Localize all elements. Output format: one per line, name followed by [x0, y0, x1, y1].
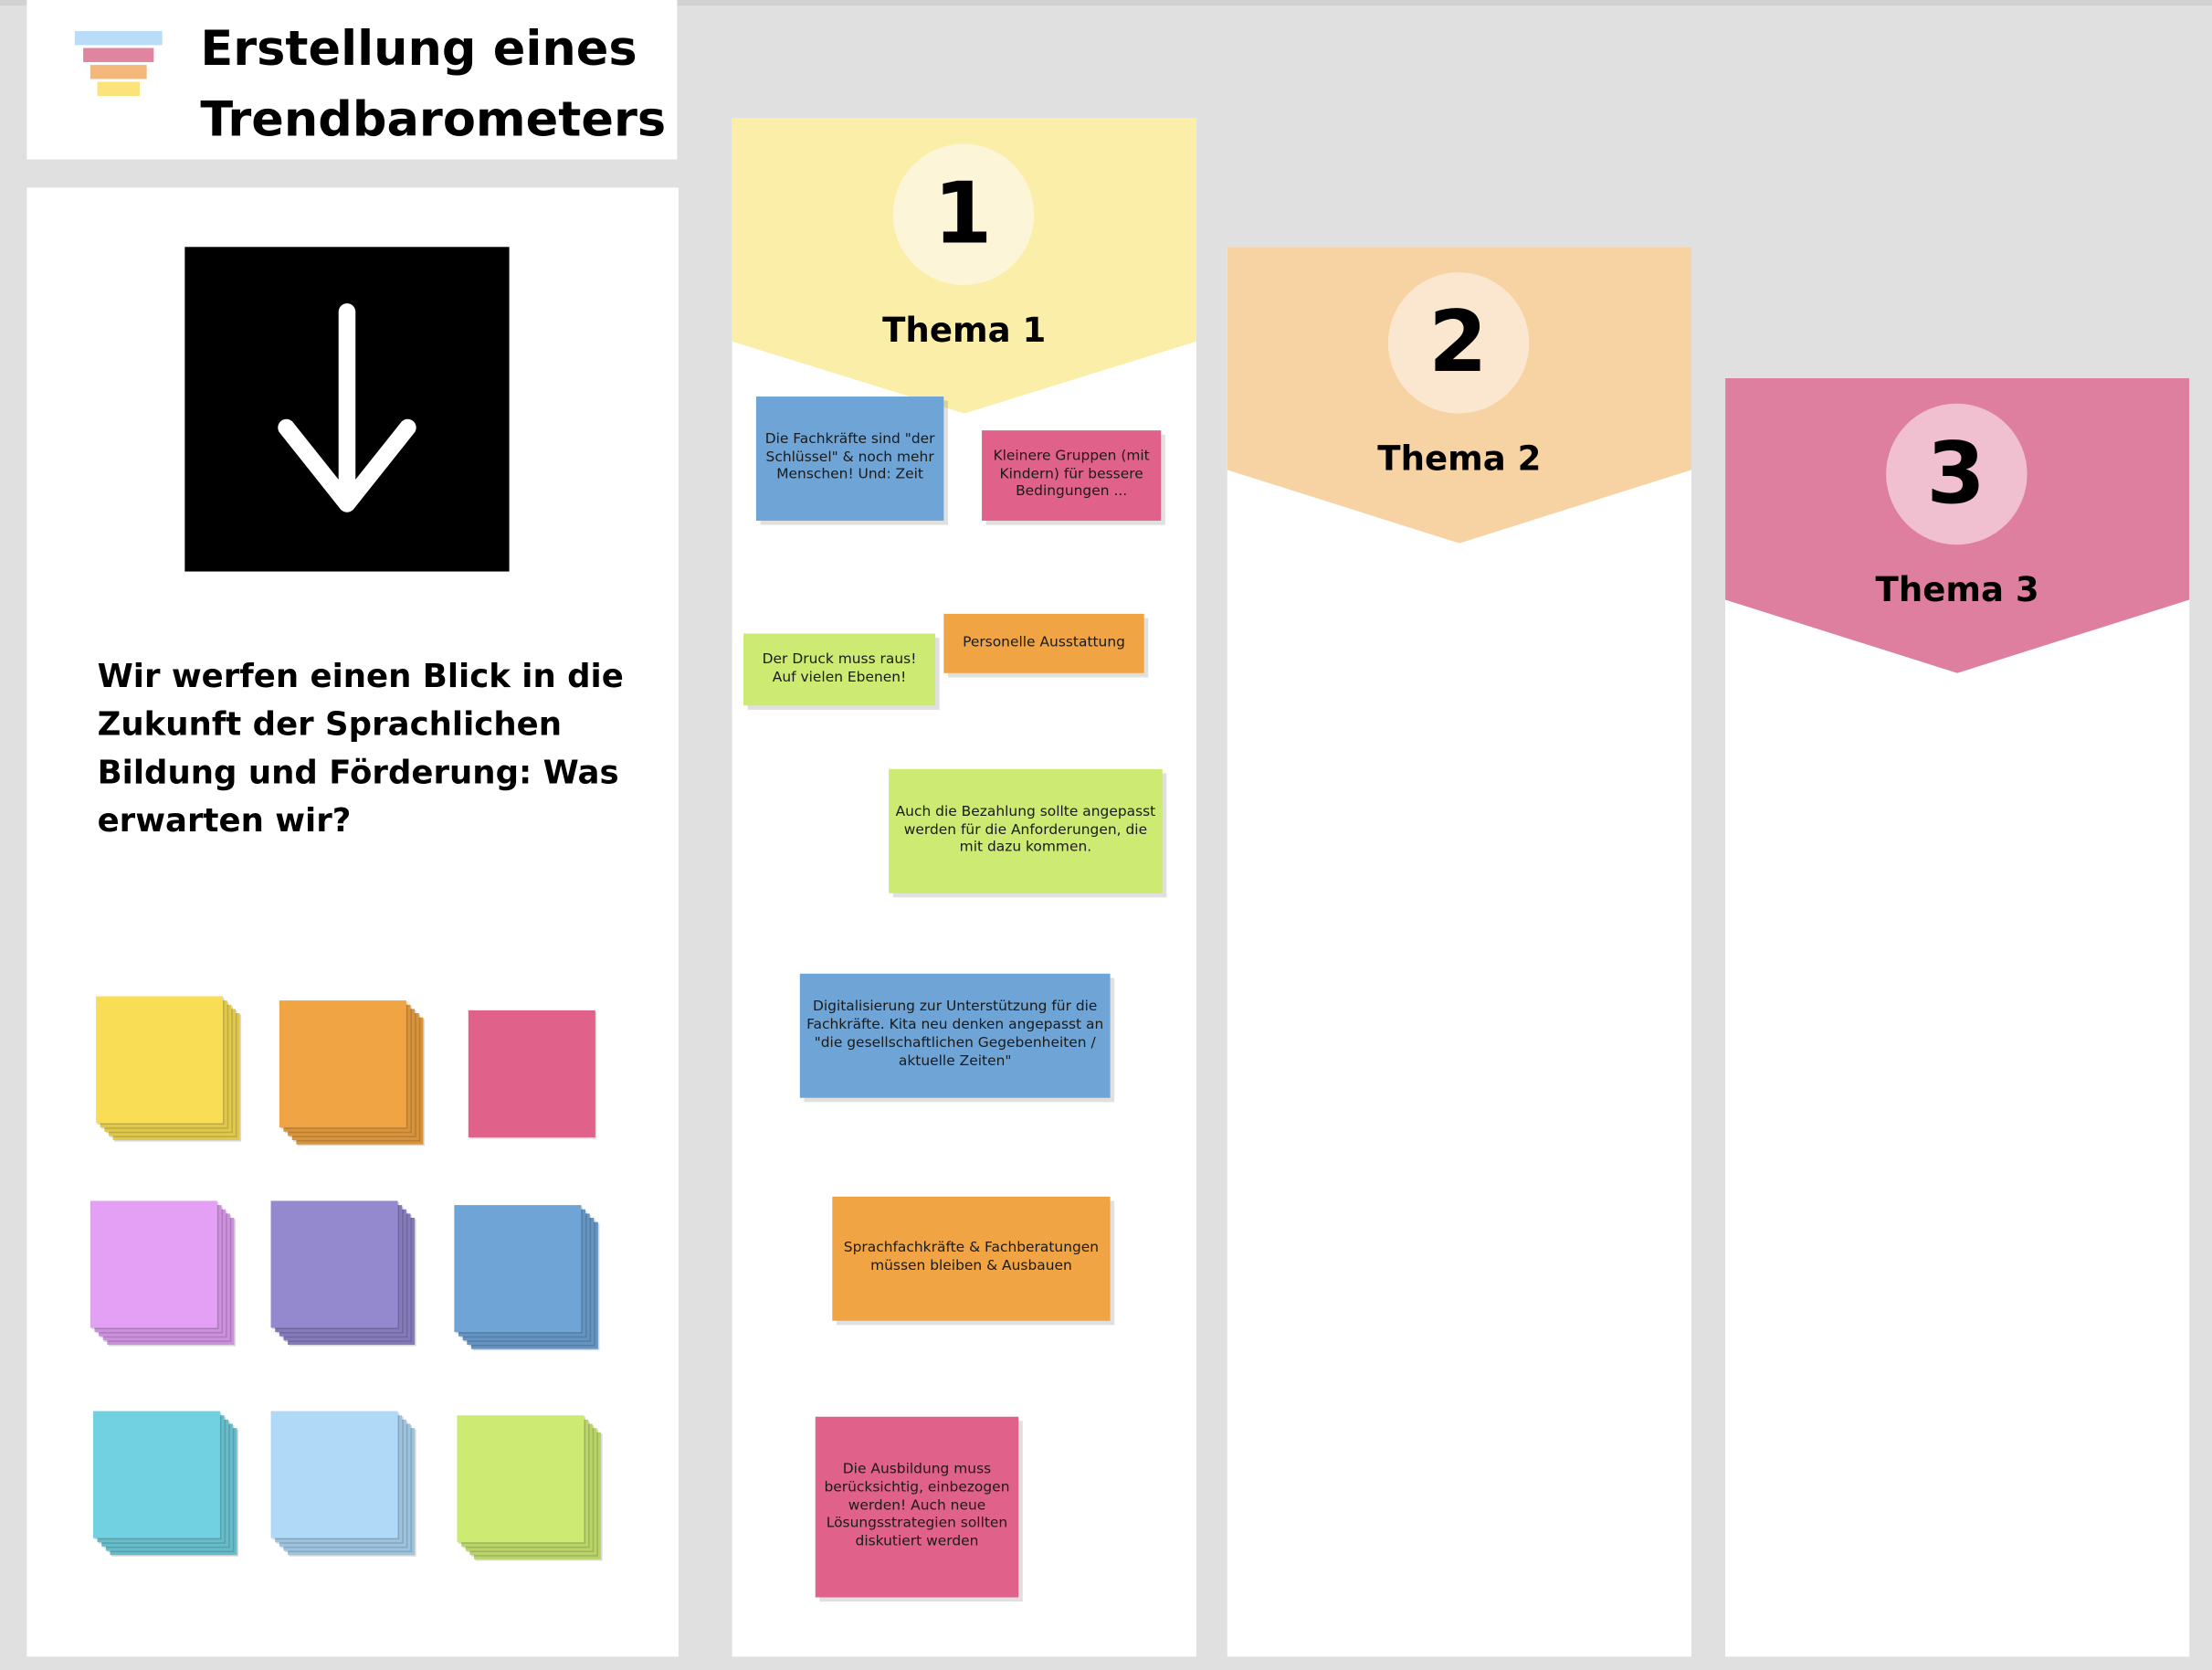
theme-title: Thema 3: [1875, 570, 2039, 610]
sticky-note[interactable]: Sprachfachkräfte & Fachberatungen müssen…: [832, 1196, 1111, 1321]
theme-number-badge: 1: [891, 143, 1034, 286]
sticky-note-stack[interactable]: [92, 1411, 237, 1556]
sticky-note[interactable]: Digitalisierung zur Unterstützung für di…: [799, 973, 1111, 1098]
sticky-note[interactable]: Kleinere Gruppen (mit Kindern) für besse…: [982, 430, 1162, 521]
sticky-note[interactable]: Der Druck muss raus! Auf vielen Ebenen!: [743, 633, 936, 706]
theme-title: Thema 1: [882, 310, 1047, 351]
title-line-1: Erstellung eines: [200, 21, 637, 78]
sticky-note-stack[interactable]: [90, 1200, 235, 1346]
funnel-bars-icon: [74, 30, 163, 97]
board-title: Erstellung eines Trendbarometers: [200, 14, 666, 154]
sticky-note-stack[interactable]: [468, 1009, 595, 1137]
sticky-note[interactable]: Auch die Bezahlung sollte angepasst werd…: [889, 768, 1163, 893]
intro-panel: Wir werfen einen Blick in die Zukunft de…: [26, 187, 679, 1657]
theme-number-badge: 2: [1387, 272, 1529, 414]
sticky-note-stack[interactable]: [454, 1205, 598, 1349]
sticky-note[interactable]: Personelle Ausstattung: [943, 613, 1144, 673]
theme-title: Thema 2: [1377, 439, 1542, 479]
arrow-down-icon: [184, 247, 510, 572]
title-panel: Erstellung eines Trendbarometers: [26, 0, 678, 160]
sticky-note-stack[interactable]: [457, 1415, 601, 1559]
intro-text: Wir werfen einen Blick in die Zukunft de…: [97, 659, 624, 840]
theme-number-badge: 3: [1885, 403, 2027, 545]
theme-column-3: 3 Thema 3: [1725, 377, 2190, 1657]
theme-number: 3: [1926, 424, 1986, 524]
sticky-note-stack[interactable]: [270, 1200, 416, 1346]
top-edge: [0, 0, 2212, 6]
sticky-note-stack[interactable]: [270, 1411, 416, 1556]
sticky-note-stack[interactable]: [279, 1000, 424, 1145]
sticky-note-stack[interactable]: [96, 996, 240, 1141]
theme-number: 1: [932, 164, 993, 264]
title-line-2: Trendbarometers: [200, 91, 667, 149]
theme-column-2: 2 Thema 2: [1227, 247, 1691, 1657]
sticky-note[interactable]: Die Ausbildung muss berücksichtig, einbe…: [815, 1416, 1019, 1598]
theme-number: 2: [1428, 293, 1488, 393]
sticky-note[interactable]: Die Fachkräfte sind "der Schlüssel" & no…: [755, 396, 944, 521]
